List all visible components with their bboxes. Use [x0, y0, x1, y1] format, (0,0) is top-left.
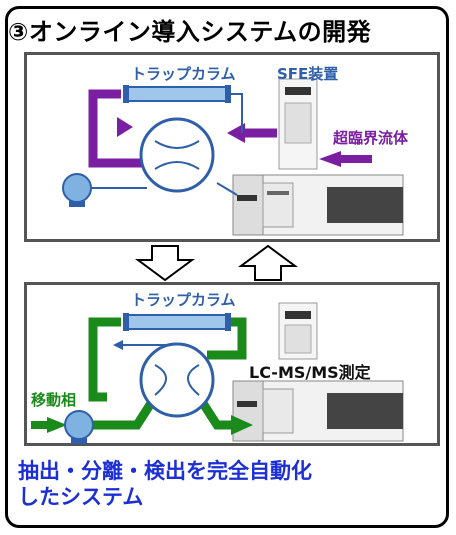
extraction-mode-panel: トラップカラム SFE装置 超臨界流体 [24, 52, 440, 242]
sfe-device-image [278, 78, 318, 170]
inlet-arrow-purple [319, 151, 341, 167]
flow-arrow-right-green [231, 415, 253, 435]
flow-arrow-left-purple [227, 123, 245, 143]
trap-column [123, 313, 231, 331]
diagram-title: ③オンライン導入システムの開発 [8, 18, 372, 46]
vent-arrow-icon [113, 340, 123, 350]
inlet-arrow-green [47, 417, 67, 433]
flow-arrow-up-purple [117, 117, 133, 137]
trap-column [123, 85, 231, 103]
caption-line-2: したシステム [18, 485, 144, 509]
lcms-instrument-image [232, 380, 404, 442]
trap-column-label: トラップカラム [131, 291, 236, 309]
mobile-phase-flow-path [88, 317, 247, 430]
sfe-device-image [278, 302, 318, 360]
sfe-label: SFE装置 [277, 65, 339, 83]
mobile-phase-label: 移動相 [31, 391, 77, 409]
pump-icon [62, 173, 92, 207]
pump-icon [64, 410, 94, 444]
trap-column-label: トラップカラム [131, 65, 236, 83]
supercritical-flow-path [88, 89, 277, 168]
connection-lines [87, 93, 243, 196]
switching-valve [139, 342, 215, 418]
caption-line-1: 抽出・分離・検出を完全自動化 [18, 459, 312, 483]
measurement-flow-diagram [31, 302, 404, 444]
measurement-mode-panel: トラップカラム 移動相 LC-MS/MS測定 [24, 282, 440, 446]
lcms-instrument-image [232, 174, 404, 236]
supercritical-fluid-label: 超臨界流体 [333, 129, 409, 147]
lcms-measurement-label: LC-MS/MS測定 [249, 363, 371, 382]
switching-valve [139, 117, 215, 193]
extraction-flow-diagram [62, 78, 404, 236]
caption: 抽出・分離・検出を完全自動化 したシステム [18, 458, 438, 510]
